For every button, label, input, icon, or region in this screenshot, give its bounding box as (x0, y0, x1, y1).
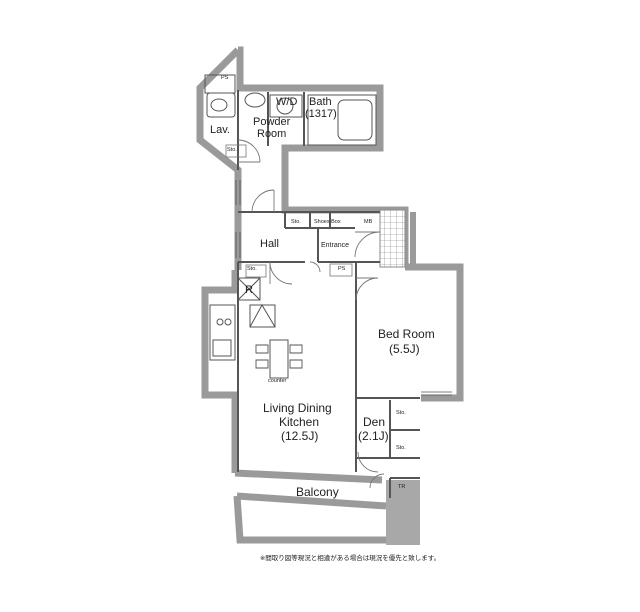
windows (235, 180, 452, 396)
fixtures (204, 74, 377, 379)
bath-size-label: (1317) (305, 108, 337, 120)
storage-hatching (225, 144, 353, 278)
sto-den-2-label: Sto. (396, 445, 406, 451)
ldk-label-2: Kitchen (279, 415, 320, 429)
sto-hall-label: Sto. (291, 219, 301, 225)
washer (276, 97, 294, 115)
ps-mid-label: PS (338, 266, 346, 272)
lav-sink (206, 92, 236, 118)
balcony-column (386, 480, 420, 545)
powder-room-label-2: Room (257, 128, 287, 140)
exterior-walls (196, 46, 464, 544)
bath-label: Bath (309, 96, 332, 108)
tr-label: TR (398, 484, 406, 490)
ldk-label-1: Living Dining (263, 401, 332, 415)
wd-label: W/D (276, 96, 298, 108)
hall-label: Hall (260, 238, 279, 250)
mb-label: MB (364, 219, 373, 225)
ps-top-label: PS (221, 75, 229, 81)
refrigerator-label: R (245, 284, 253, 296)
lav-label: Lav. (210, 124, 230, 136)
sto-den-1-label: Sto. (396, 410, 406, 416)
toilet (244, 92, 266, 108)
entrance-tiles (379, 209, 406, 268)
ldk-size-label: (12.5J) (281, 429, 319, 443)
kitchen-island (249, 304, 276, 328)
footnote: ※間取り図等現況と相違がある場合は現況を優先と致します。 (259, 554, 441, 562)
sto-left-label: Sto. (247, 266, 257, 272)
interior-walls (237, 90, 420, 498)
counter-label: counter (268, 378, 287, 384)
bed-room-size-label: (5.5J) (389, 342, 420, 356)
bed-room-label: Bed Room (378, 327, 435, 341)
den-label: Den (363, 415, 386, 429)
entrance-label: Entrance (321, 242, 350, 249)
dining-chairs (255, 344, 303, 369)
powder-room-label-1: Powder (253, 116, 291, 128)
shoes-box-label: Shoes Box (314, 219, 341, 225)
door-swings (237, 139, 385, 489)
balcony-label: Balcony (296, 485, 339, 499)
kitchen-counter (209, 304, 236, 361)
den-size-label: (2.1J) (358, 429, 389, 443)
bathtub (307, 94, 377, 146)
sto-lav-label: Sto. (227, 147, 237, 153)
dining-table (269, 339, 289, 379)
